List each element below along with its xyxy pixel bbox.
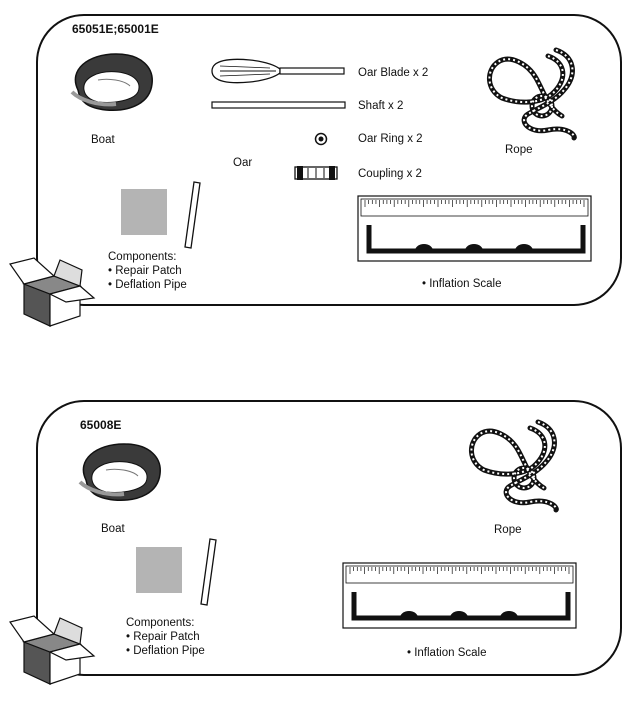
coupling-icon	[294, 166, 338, 180]
deflation-pipe-illustration-2	[200, 538, 217, 606]
rope-label-1: Rope	[505, 144, 533, 156]
components-title-2: Components:	[126, 617, 195, 629]
boat-illustration-1	[70, 53, 153, 111]
rope-illustration-1	[487, 47, 577, 141]
components-title-1: Components:	[108, 251, 177, 263]
repair-patch-item-2: • Repair Patch	[126, 631, 200, 643]
open-box-icon-2	[9, 615, 96, 685]
oar-label: Oar	[233, 157, 253, 169]
repair-patch-item-1: • Repair Patch	[108, 265, 182, 277]
components-list-1: Components: • Repair Patch • Deflation P…	[108, 250, 187, 292]
boat-illustration-2	[78, 443, 161, 501]
oar-blade-icon	[211, 58, 345, 84]
shaft-icon	[211, 101, 346, 109]
deflation-pipe-item-1: • Deflation Pipe	[108, 279, 187, 291]
inflation-scale-illustration-2	[342, 562, 577, 629]
repair-patch-illustration-1	[121, 189, 167, 235]
shaft-label: Shaft x 2	[358, 100, 404, 112]
boat-label-1: Boat	[91, 134, 115, 146]
rope-label-2: Rope	[494, 524, 522, 536]
oar-blade-label: Oar Blade x 2	[358, 67, 429, 79]
oar-ring-icon	[314, 132, 328, 146]
rope-illustration-2	[469, 419, 559, 513]
repair-patch-illustration-2	[136, 547, 182, 593]
inflation-scale-label-2: • Inflation Scale	[407, 647, 487, 659]
open-box-icon-1	[9, 257, 96, 327]
model-number-1: 65051E;65001E	[72, 22, 159, 36]
deflation-pipe-illustration-1	[184, 181, 201, 249]
coupling-label: Coupling x 2	[358, 168, 422, 180]
components-list-2: Components: • Repair Patch • Deflation P…	[126, 616, 205, 658]
deflation-pipe-item-2: • Deflation Pipe	[126, 645, 205, 657]
inflation-scale-label-1: • Inflation Scale	[422, 278, 502, 290]
oar-ring-label: Oar Ring x 2	[358, 133, 423, 145]
boat-label-2: Boat	[101, 523, 125, 535]
model-number-2: 65008E	[80, 418, 122, 432]
inflation-scale-illustration-1	[357, 195, 592, 262]
